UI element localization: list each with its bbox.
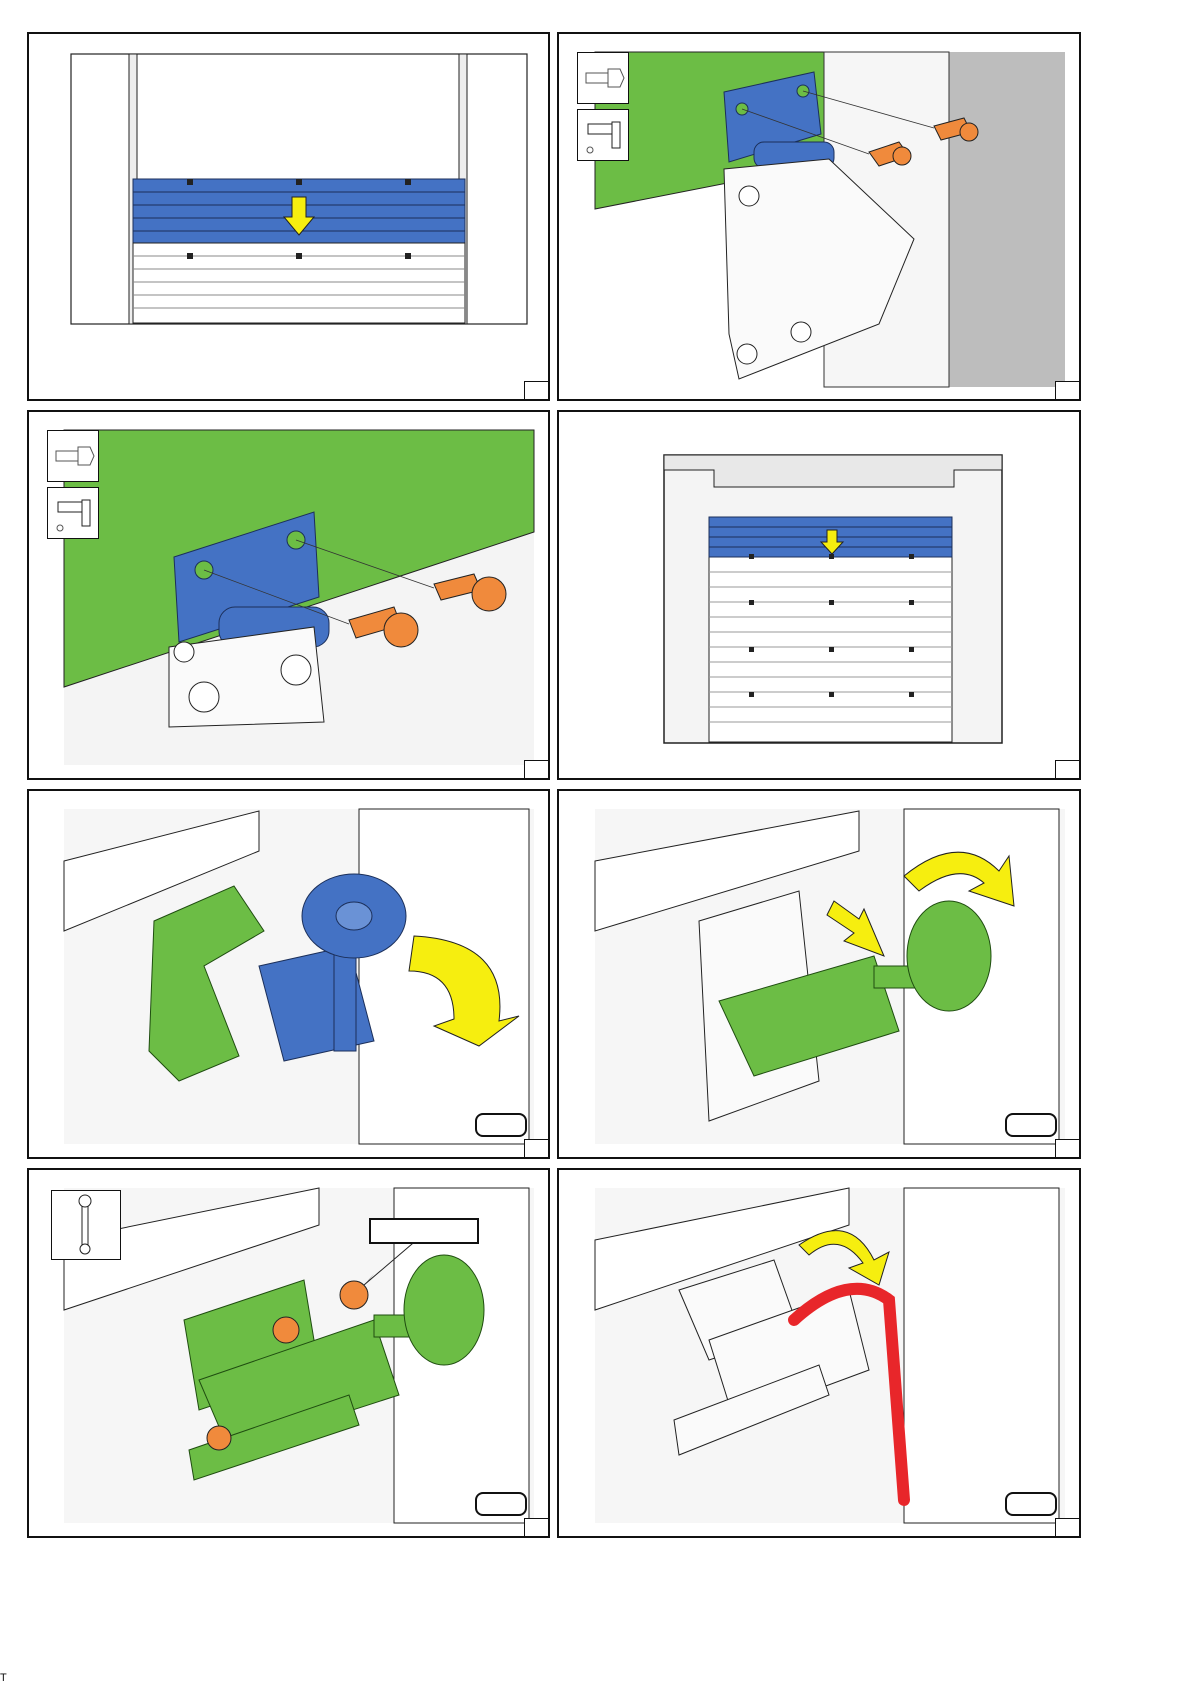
panel-8	[557, 1168, 1081, 1538]
door-front-illustration	[559, 412, 1081, 780]
door-opening-illustration	[29, 34, 550, 401]
orange-nut-loose	[340, 1281, 368, 1309]
panel-1	[27, 32, 550, 401]
page-corner-box	[1055, 1139, 1079, 1157]
panel-4	[557, 410, 1081, 780]
panel-2	[557, 32, 1081, 401]
hinge-fastening-illustration	[559, 34, 1081, 401]
step-label-tag	[475, 1492, 527, 1516]
wrench-icon	[51, 1190, 121, 1260]
panel-6	[557, 789, 1081, 1159]
roller-insert-illustration	[559, 791, 1081, 1159]
step-label-tag	[475, 1113, 527, 1137]
drill-icon	[47, 487, 99, 539]
hinge-closeup-illustration	[29, 412, 550, 780]
page-corner-box	[524, 760, 548, 778]
panel-3	[27, 410, 550, 780]
page-corner-box	[524, 1139, 548, 1157]
drill-icon	[577, 109, 629, 161]
panel-7	[27, 1168, 550, 1538]
callout-box	[369, 1218, 479, 1244]
page-corner-box	[1055, 1518, 1079, 1536]
page-corner-box	[1055, 381, 1079, 399]
step-label-tag	[1005, 1113, 1057, 1137]
page-corner-box	[524, 381, 548, 399]
roller-bracket-rotate-illustration	[29, 791, 550, 1159]
page-footnote: T	[0, 1672, 7, 1684]
panel-5	[27, 789, 550, 1159]
step-label-tag	[1005, 1492, 1057, 1516]
page-corner-box	[524, 1518, 548, 1536]
screw-icon	[577, 52, 629, 104]
orange-nut-bottom	[207, 1426, 231, 1450]
screw-icon	[47, 430, 99, 482]
page-corner-box	[1055, 760, 1079, 778]
orange-nut-placed	[273, 1317, 299, 1343]
lever-check-illustration	[559, 1170, 1081, 1538]
